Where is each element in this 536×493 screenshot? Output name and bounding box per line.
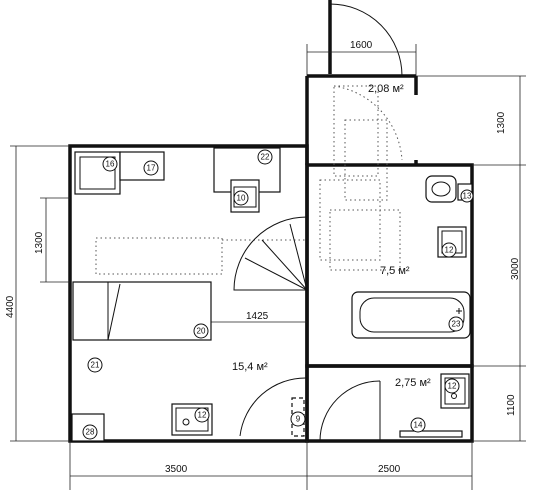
dim-room-height: 4400 bbox=[5, 295, 16, 318]
marker-12-room: 12 bbox=[194, 407, 210, 423]
area-room: 15,4 м² bbox=[232, 361, 268, 373]
entrance-door bbox=[328, 0, 403, 77]
svg-text:21: 21 bbox=[91, 361, 100, 370]
marker-9: 9 bbox=[290, 411, 306, 427]
marker-10: 10 bbox=[233, 190, 249, 206]
wc-furniture bbox=[319, 373, 470, 442]
marker-21: 21 bbox=[87, 357, 103, 373]
dim-vestibule-height: 1300 bbox=[496, 111, 507, 134]
dim-inner: 1425 bbox=[246, 311, 269, 322]
svg-text:12: 12 bbox=[448, 382, 457, 391]
area-vestibule: 2,08 м² bbox=[368, 83, 404, 95]
dim-room-width: 3500 bbox=[165, 464, 188, 475]
svg-text:12: 12 bbox=[445, 246, 454, 255]
marker-28: 28 bbox=[82, 424, 98, 440]
marker-16: 16 bbox=[102, 156, 118, 172]
svg-text:13: 13 bbox=[463, 192, 472, 201]
svg-text:10: 10 bbox=[237, 194, 246, 203]
svg-text:20: 20 bbox=[197, 327, 206, 336]
svg-text:17: 17 bbox=[147, 164, 156, 173]
svg-text:9: 9 bbox=[296, 415, 301, 424]
svg-text:23: 23 bbox=[452, 320, 461, 329]
dim-top-width: 1600 bbox=[350, 40, 373, 51]
dimension-lines bbox=[10, 44, 526, 490]
dim-wc-height: 1100 bbox=[506, 394, 517, 416]
marker-22: 22 bbox=[257, 149, 273, 165]
marker-14: 14 bbox=[410, 417, 426, 433]
dim-bath-height: 3000 bbox=[510, 257, 521, 280]
bathroom-furniture bbox=[351, 175, 473, 339]
dim-bath-width: 2500 bbox=[378, 464, 401, 475]
area-wc: 2,75 м² bbox=[395, 377, 431, 389]
room-furniture bbox=[71, 147, 308, 442]
marker-13: 13 bbox=[460, 189, 474, 203]
svg-text:12: 12 bbox=[198, 411, 207, 420]
dim-bed-offset: 1300 bbox=[34, 231, 45, 254]
marker-20: 20 bbox=[193, 323, 209, 339]
dotted-paths bbox=[95, 85, 403, 275]
marker-17: 17 bbox=[143, 160, 159, 176]
svg-text:22: 22 bbox=[261, 153, 270, 162]
number-markers: 16 17 22 10 20 21 12 9 28 13 12 23 12 14 bbox=[82, 149, 474, 440]
marker-12-wc: 12 bbox=[444, 378, 460, 394]
svg-text:28: 28 bbox=[86, 428, 95, 437]
svg-text:14: 14 bbox=[414, 421, 423, 430]
area-bathroom: 7,5 м² bbox=[380, 265, 410, 277]
walls bbox=[68, 74, 474, 443]
svg-text:16: 16 bbox=[106, 160, 115, 169]
marker-23: 23 bbox=[448, 316, 464, 332]
wc-walls bbox=[305, 364, 474, 443]
marker-12-bath: 12 bbox=[441, 242, 457, 258]
